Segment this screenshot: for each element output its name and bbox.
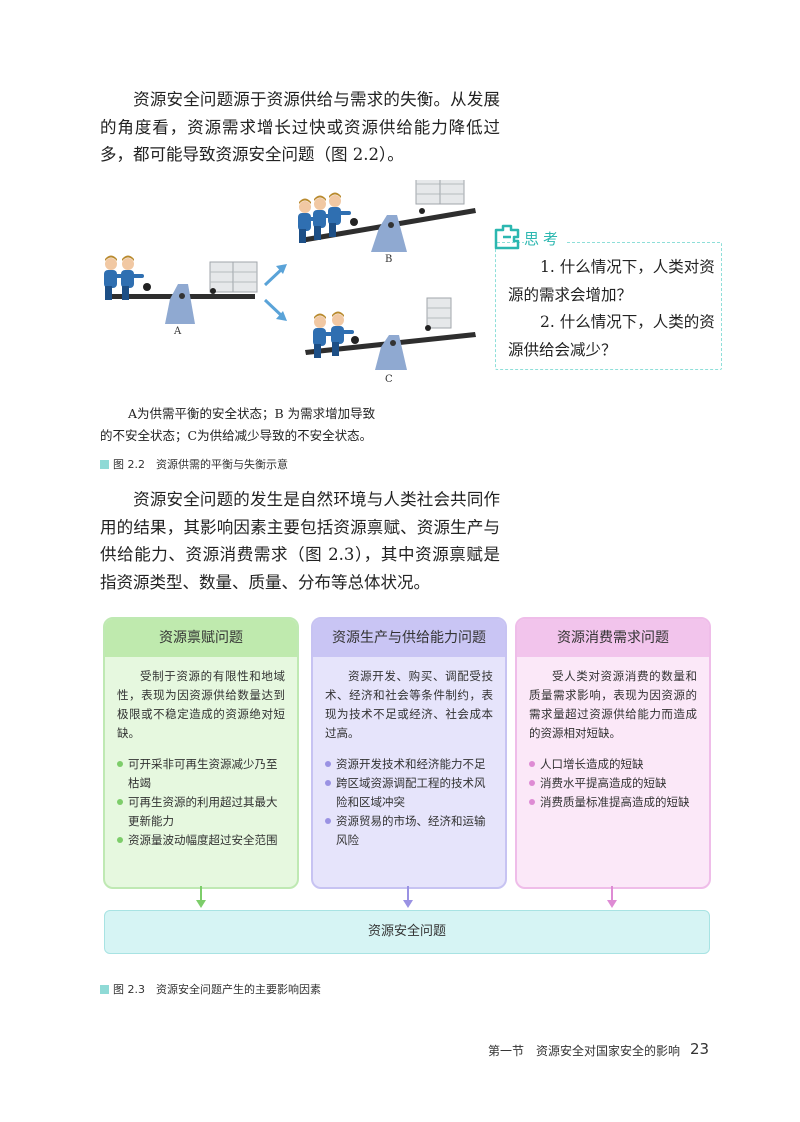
figure-2-3-caption: 图 2.3 资源安全问题产生的主要影响因素 [100,981,321,997]
consumption-demand-column: 资源消费需求问题 受人类对资源消费的数量和质量需求影响，表现为因资源的需求量超过… [515,617,711,889]
seesaw-illustration [104,173,476,370]
think-title: 思考 [524,228,567,249]
scene-label-a: A [174,326,182,337]
intro-paragraph: 资源安全问题源于资源供给与需求的失衡。从发展的角度看，资源需求增长过快或资源供给… [100,90,500,164]
column-description: 受制于资源的有限性和地域性，表现为因资源供给数量达到极限或不稳定造成的资源绝对短… [117,669,285,740]
column-title: 资源消费需求问题 [517,619,709,657]
resource-endowment-column: 资源禀赋问题 受制于资源的有限性和地域性，表现为因资源供给数量达到极限或不稳定造… [103,617,299,889]
column-title: 资源禀赋问题 [105,619,297,657]
caption-text: 图 2.3 资源安全问题产生的主要影响因素 [113,983,321,996]
think-question-2: 2. 什么情况下，人类的资源供给会减少？ [508,313,715,359]
list-item: 消费质量标准提高造成的短缺 [529,793,697,812]
column-title: 资源生产与供给能力问题 [313,619,505,657]
caption-text: 图 2.2 资源供需的平衡与失衡示意 [113,458,288,471]
scene-label-b: B [385,254,393,265]
figure-2-2-caption: 图 2.2 资源供需的平衡与失衡示意 [100,456,288,472]
factor-list: 人口增长造成的短缺 消费水平提高造成的短缺 消费质量标准提高造成的短缺 [529,755,697,812]
page-number: 23 [690,1040,710,1058]
caption-marker-icon [100,984,109,994]
think-box: 思考 1. 什么情况下，人类对资源的需求会增加？ 2. 什么情况下，人类的资源供… [490,222,722,370]
description-line-1: A为供需平衡的安全状态；B 为需求增加导致 [128,406,376,421]
list-item: 资源开发技术和经济能力不足 [325,755,493,774]
factors-paragraph: 资源安全问题的发生是自然环境与人类社会共同作用的结果，其影响因素主要包括资源禀赋… [100,490,500,592]
down-arrows [196,886,617,908]
transition-arrows [263,264,287,321]
scene-c [305,297,476,370]
figure-2-2-description: A为供需平衡的安全状态；B 为需求增加导致 的不安全状态；C为供给减少导致的不安… [100,403,400,447]
column-description: 资源开发、购买、调配受技术、经济和社会等条件制约，表现为技术不足或经济、社会成本… [325,669,493,740]
resource-security-box: 资源安全问题 [104,910,710,954]
production-supply-column: 资源生产与供给能力问题 资源开发、购买、调配受技术、经济和社会等条件制约，表现为… [311,617,507,889]
arrow-down-icon [403,886,413,908]
caption-marker-icon [100,459,109,469]
arrow-down-icon [196,886,206,908]
think-box-frame [495,242,722,370]
list-item: 可再生资源的利用超过其最大更新能力 [117,793,285,831]
section-footer: 第一节 资源安全对国家安全的影响 [488,1044,681,1058]
arrow-down-icon [607,886,617,908]
supply-demand-seesaw-figure: A B C [95,173,495,400]
list-item: 资源贸易的市场、经济和运输风险 [325,812,493,850]
think-question-1: 1. 什么情况下，人类对资源的需求会增加？ [508,258,715,304]
scene-label-c: C [385,374,393,385]
factor-list: 可开采非可再生资源减少乃至枯竭 可再生资源的利用超过其最大更新能力 资源量波动幅… [117,755,285,850]
puzzle-icon [494,224,520,250]
column-description: 受人类对资源消费的数量和质量需求影响，表现为因资源的需求量超过资源供给能力而造成… [529,669,697,740]
list-item: 人口增长造成的短缺 [529,755,697,774]
list-item: 资源量波动幅度超过安全范围 [117,831,285,850]
description-line-2: 的不安全状态；C为供给减少导致的不安全状态。 [100,428,373,443]
list-item: 可开采非可再生资源减少乃至枯竭 [117,755,285,793]
scene-a [104,255,258,324]
factor-list: 资源开发技术和经济能力不足 跨区域资源调配工程的技术风险和区域冲突 资源贸易的市… [325,755,493,850]
list-item: 跨区域资源调配工程的技术风险和区域冲突 [325,774,493,812]
scene-b [298,173,476,252]
list-item: 消费水平提高造成的短缺 [529,774,697,793]
